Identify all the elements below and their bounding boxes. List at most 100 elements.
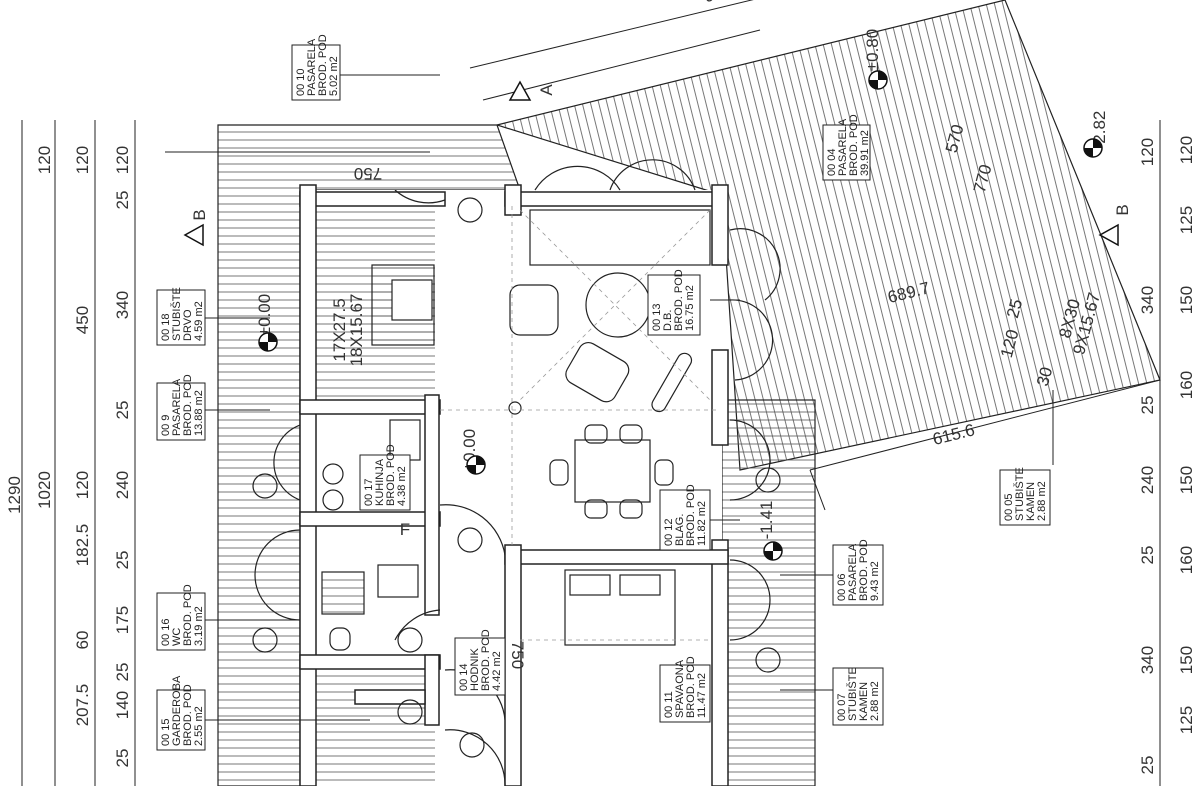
plan-annotation-stair1-b: 18X15.67 — [347, 294, 366, 367]
room-label-box — [832, 544, 884, 606]
room-floor: BROD. POD — [182, 584, 194, 646]
plan-annotation-section-b-right: B — [1113, 204, 1132, 215]
section-arrow-icon — [508, 80, 532, 101]
room-area: 4.42 m2 — [491, 651, 503, 691]
room-area: 2.55 m2 — [193, 706, 205, 746]
room-code: 00 15 — [160, 718, 172, 746]
dimension-value: 140 — [113, 691, 132, 719]
room-code: 00 9 — [160, 415, 172, 436]
dimension-value: 150 — [1177, 646, 1196, 674]
room-area: 11.82 m2 — [696, 501, 708, 546]
dimension-value: 25 — [1138, 756, 1157, 775]
room-area: 39.91 m2 — [859, 130, 871, 176]
room-floor: BROD. POD — [858, 539, 870, 601]
room-code: 00 05 — [1003, 493, 1015, 521]
plan-annotation-f-mark: F — [400, 520, 410, 539]
plan-annotation-dim-25: 25 — [1003, 297, 1026, 320]
room-area: 2.88 m2 — [1036, 481, 1048, 521]
room-floor: BROD. POD — [317, 34, 329, 96]
dimension-value: 125 — [1177, 206, 1196, 234]
room-code: 00 12 — [663, 518, 675, 546]
plan-annotation-section-b-left: B — [190, 209, 209, 220]
room-code: 00 10 — [295, 68, 307, 96]
level-marker-icon — [258, 332, 278, 352]
room-name: BLAG. — [674, 514, 686, 546]
plan-annotation-dim-750-mid: 750 — [508, 641, 527, 669]
dimension-value: 25 — [113, 663, 132, 682]
plan-annotation-stair1-a: 17X27.5 — [330, 298, 349, 361]
room-area: 3.19 m2 — [193, 606, 205, 646]
room-code: 00 07 — [836, 693, 848, 721]
wc-hatch — [315, 660, 435, 786]
door-swings — [252, 159, 781, 786]
room-floor: BROD. POD — [385, 444, 397, 506]
room-label-box — [156, 289, 206, 346]
section-arrow-icon — [1098, 223, 1119, 247]
room-area: 5.02 m2 — [328, 56, 340, 96]
room-area: 11.47 m2 — [696, 673, 708, 718]
dimension-value: 25 — [1138, 396, 1157, 415]
room-label-box — [156, 592, 206, 651]
level-marker-icon — [466, 455, 486, 475]
dimension-value: 120 — [113, 146, 132, 174]
dimension-value: 120 — [1177, 136, 1196, 164]
room-area: 4.59 m2 — [193, 301, 205, 341]
plan-annotation-lvl-stair: ±0.00 — [255, 294, 274, 336]
room-floor: BROD. POD — [685, 656, 697, 718]
room-name: PASARELA — [171, 378, 183, 436]
walls — [299, 184, 729, 786]
plan-annotation-lvl-low: -1.41 — [757, 501, 776, 540]
room-label-box — [454, 637, 506, 696]
room-code: 00 18 — [160, 313, 172, 341]
level-marker-icon — [763, 541, 783, 561]
room-label-box — [999, 469, 1051, 526]
dimension-value: 125 — [1177, 706, 1196, 734]
room-label-box — [647, 274, 701, 336]
dimension-value: 25 — [1138, 546, 1157, 565]
plan-annotation-lvl-terrace: ±0.80 — [863, 29, 882, 71]
room-label-box — [156, 689, 206, 751]
dimension-value: 120 — [73, 146, 92, 174]
room-label-box — [659, 664, 711, 723]
room-floor: KAMEN — [1025, 482, 1037, 521]
room-label-box — [659, 489, 711, 551]
room-code: 00 06 — [836, 573, 848, 601]
room-floor: KAMEN — [858, 682, 870, 721]
room-name: SPAVAONA — [674, 659, 686, 718]
room-code: 00 14 — [458, 663, 470, 691]
room-code: 00 04 — [826, 148, 838, 176]
dimension-value: 150 — [1177, 286, 1196, 314]
room-area: 9.43 m2 — [869, 561, 881, 601]
room-name: GARDEROBA — [171, 675, 183, 746]
room-name: WC — [171, 628, 183, 646]
furniture — [321, 209, 711, 651]
room-floor: BROD. POD — [182, 684, 194, 746]
room-floor: BROD. POD — [673, 269, 685, 331]
dimension-value: 340 — [1138, 286, 1157, 314]
room-label-box — [156, 382, 206, 441]
room-code: 00 17 — [363, 478, 375, 506]
guide-lines — [440, 206, 720, 641]
level-marker-icon — [1083, 138, 1103, 158]
room-area: 16.75 m2 — [684, 285, 696, 331]
dimension-value: 120 — [35, 146, 54, 174]
plan-annotation-dim-750-top: 750 — [354, 164, 382, 183]
dimension-value: 60 — [73, 631, 92, 650]
terrace-deck — [494, 0, 1161, 471]
room-code: 00 11 — [663, 691, 675, 718]
room-area: 4.38 m2 — [396, 466, 408, 506]
room-name: PASARELA — [306, 38, 318, 96]
